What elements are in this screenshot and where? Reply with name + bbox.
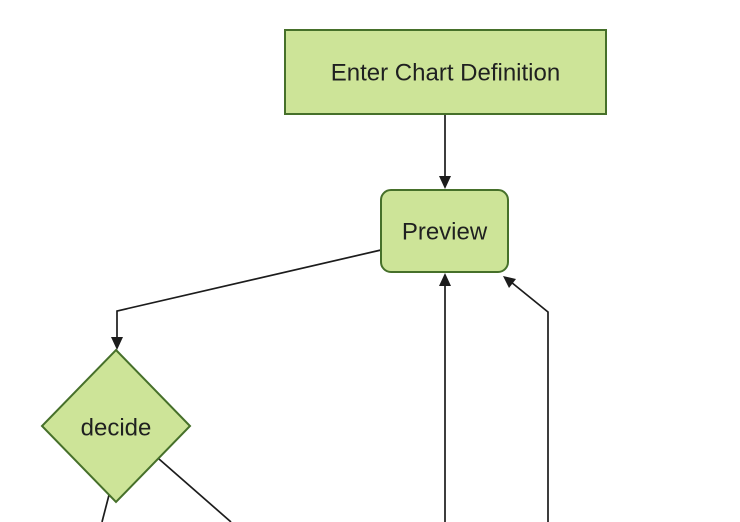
node-decide: decide [40, 348, 192, 504]
enter-chart-definition-box [284, 29, 607, 115]
enter-chart-definition-label: Enter Chart Definition [331, 60, 560, 87]
preview-box [380, 189, 509, 273]
arrowhead-decide-top [111, 337, 123, 350]
decide-diamond [40, 348, 192, 504]
node-enter-chart-definition: Enter Chart Definition [284, 29, 607, 115]
edge-decide-to-bottom-right [158, 458, 232, 522]
edge-decide-to-bottom-left [101, 494, 110, 522]
preview-label: Preview [402, 219, 488, 246]
edge-preview-to-decide [116, 249, 382, 343]
node-preview: Preview [380, 189, 509, 273]
edge-bottom-right-to-preview [510, 281, 549, 522]
arrowhead-preview-top [439, 176, 451, 189]
arrowhead-preview-corner [503, 276, 516, 288]
decide-label: decide [81, 415, 152, 442]
arrowhead-preview-bottom [439, 273, 451, 286]
